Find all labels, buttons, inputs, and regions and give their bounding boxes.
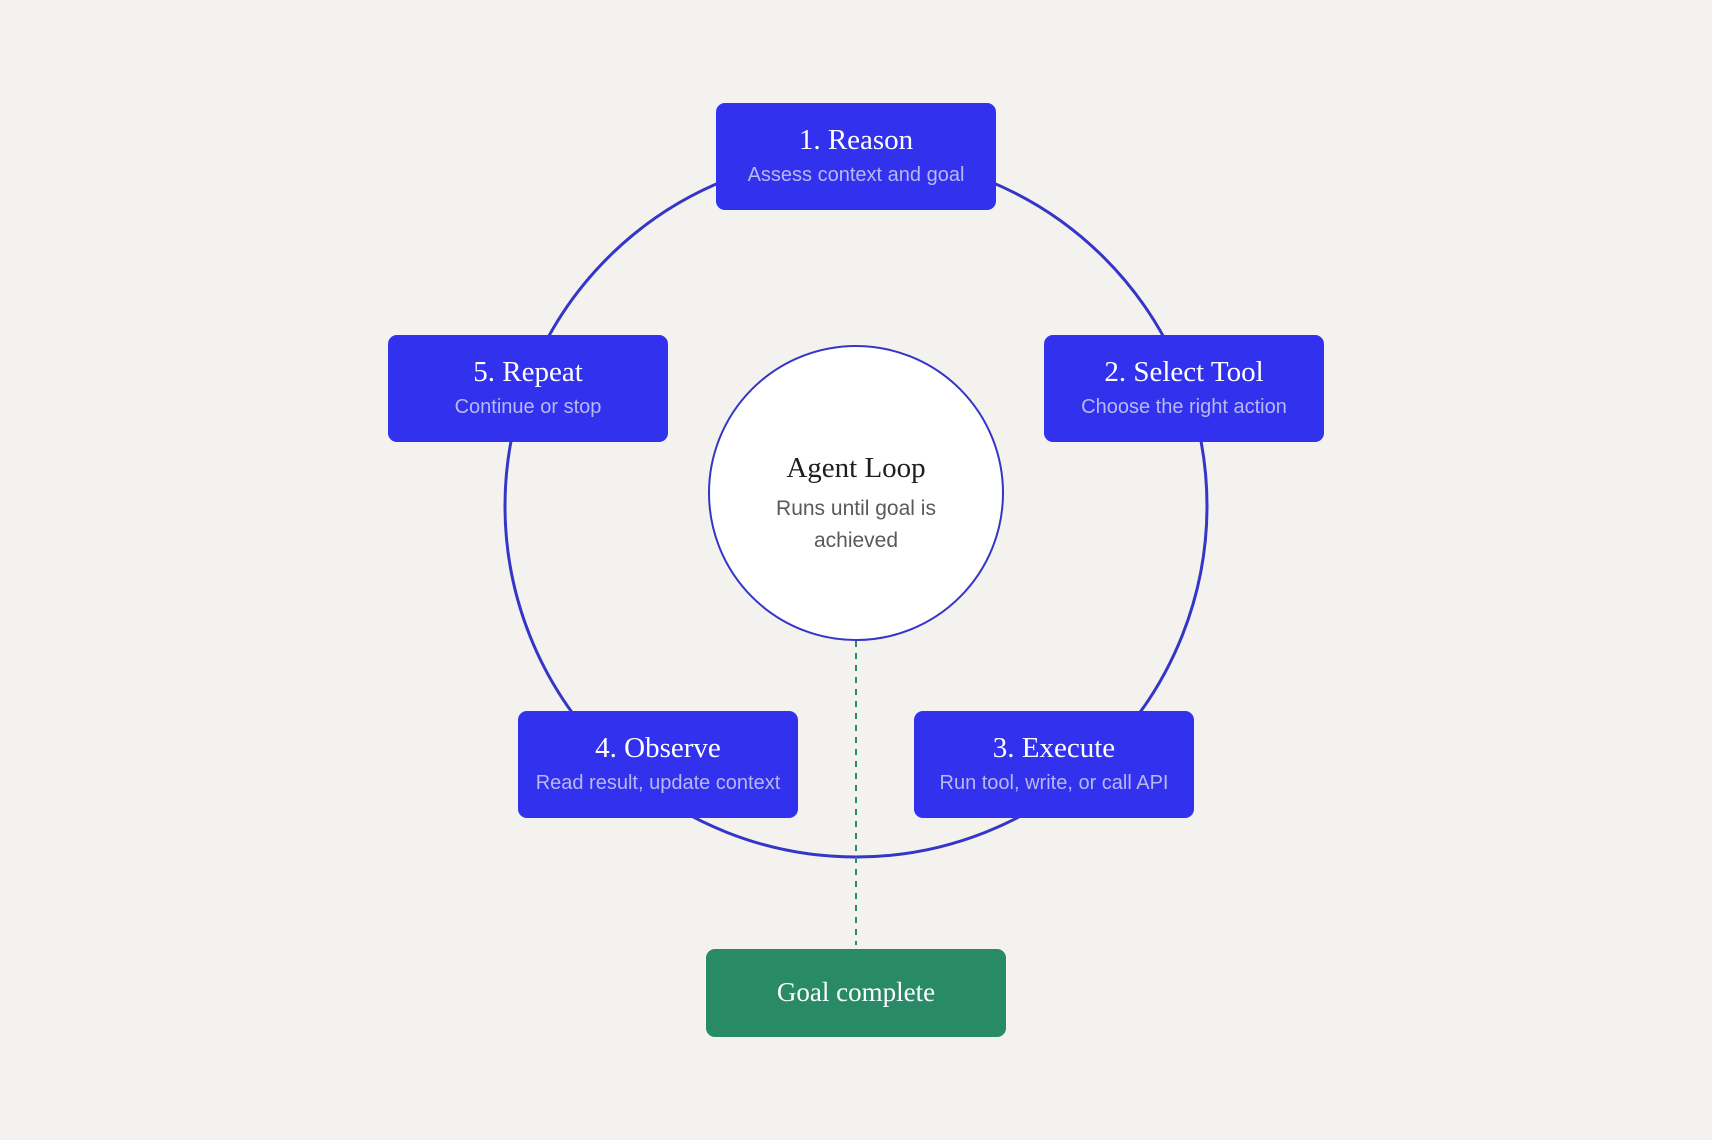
step-subtitle: Assess context and goal — [747, 164, 965, 186]
step-select-tool[interactable]: 2. Select Tool Choose the right action — [1044, 335, 1324, 442]
step-title: 4. Observe — [595, 732, 721, 764]
step-title: 5. Repeat — [473, 356, 583, 388]
step-title: 1. Reason — [798, 124, 914, 156]
step-subtitle: Run tool, write, or call API — [939, 772, 1169, 794]
step-repeat[interactable]: 5. Repeat Continue or stop — [388, 335, 668, 442]
step-execute[interactable]: 3. Execute Run tool, write, or call API — [914, 711, 1194, 818]
step-subtitle: Choose the right action — [1081, 396, 1287, 418]
hub-subtitle: Runs until goal is achieved — [776, 497, 936, 552]
hub-title: Agent Loop — [786, 452, 926, 484]
step-title: 2. Select Tool — [1104, 356, 1264, 388]
goal-label: Goal complete — [776, 977, 936, 1007]
step-subtitle: Continue or stop — [454, 396, 602, 418]
step-title: 3. Execute — [992, 732, 1116, 764]
step-reason[interactable]: 1. Reason Assess context and goal — [716, 103, 996, 210]
step-observe[interactable]: 4. Observe Read result, update context — [518, 711, 798, 818]
goal-complete-node[interactable]: Goal complete — [706, 949, 1006, 1037]
step-subtitle: Read result, update context — [535, 772, 781, 794]
agent-loop-hub: Agent Loop Runs until goal is achieved — [708, 345, 1004, 641]
